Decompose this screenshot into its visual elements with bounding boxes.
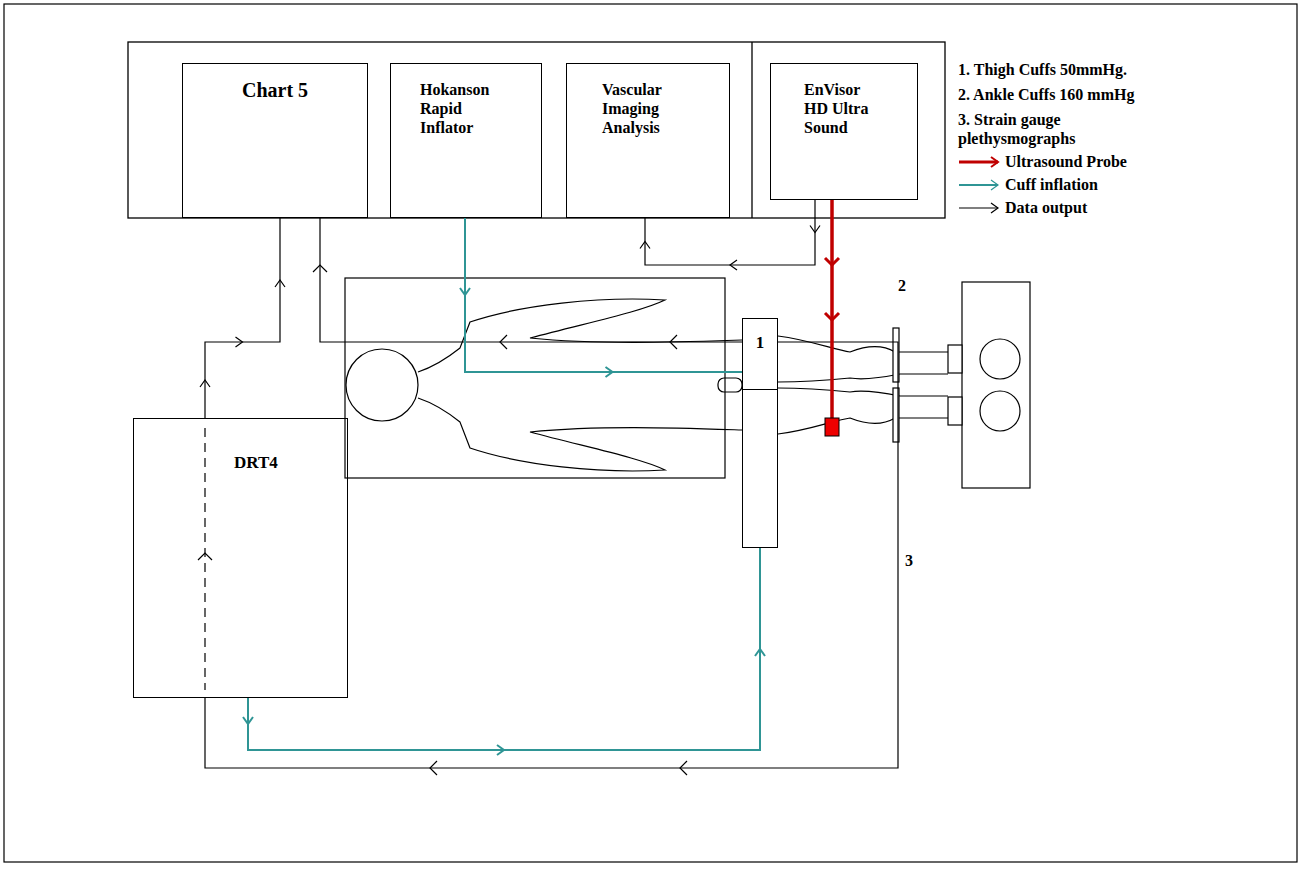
callout-number: 2 <box>898 276 918 295</box>
ultrasound-probe <box>825 313 839 320</box>
connector-line <box>248 548 760 750</box>
patient-figure <box>718 378 742 392</box>
patient-figure <box>346 349 418 421</box>
patient-figure <box>418 299 742 372</box>
data-wire <box>670 335 677 349</box>
equipment-rack <box>751 42 752 218</box>
arrowhead <box>497 745 504 755</box>
connector-line <box>465 218 760 372</box>
ultrasound-probe <box>830 200 834 420</box>
equipment-rack <box>128 42 945 218</box>
arrowhead <box>730 260 737 270</box>
page-frame <box>4 4 1297 862</box>
arrowhead <box>606 367 613 377</box>
arrowhead <box>275 280 285 287</box>
foot-rest <box>962 282 1030 488</box>
legend-sample <box>958 155 1002 169</box>
device-label: DRT4 <box>234 453 278 473</box>
foot-rest <box>948 345 962 373</box>
connector <box>460 218 765 377</box>
arrowhead <box>640 242 650 249</box>
thigh-cuff: 1 <box>742 318 778 548</box>
dashed-signal <box>198 553 212 560</box>
legend-line <box>959 184 998 186</box>
bed <box>345 278 725 478</box>
patient-figure <box>346 299 948 471</box>
data-wire <box>680 761 687 775</box>
foot-rest <box>948 397 962 425</box>
arrowhead <box>460 288 470 295</box>
device-box: EnVisor HD Ultra Sound <box>770 63 918 200</box>
device-box: Chart 5 <box>182 63 368 218</box>
legend-line <box>959 160 998 163</box>
data-wire <box>500 335 507 349</box>
device-label: EnVisor HD Ultra Sound <box>804 80 884 138</box>
legend-row: Ultrasound Probe <box>958 152 1127 171</box>
patient-figure <box>418 398 742 471</box>
legend-text: Ultrasound Probe <box>1005 152 1127 171</box>
legend-line <box>959 207 998 208</box>
arrowhead <box>810 226 820 233</box>
dashed-signal <box>204 428 205 690</box>
callout-number: 3 <box>905 551 925 570</box>
device-label: Vascular Imaging Analysis <box>602 80 694 138</box>
device-box: Vascular Imaging Analysis <box>566 63 730 218</box>
key-note: 3. Strain gauge plethysmographs <box>958 110 1148 148</box>
ultrasound-probe <box>825 418 839 436</box>
patient-figure <box>778 374 948 382</box>
connector <box>200 218 285 418</box>
cuff-divider <box>743 389 777 390</box>
legend-arrowhead <box>991 157 998 167</box>
device-label: 1 <box>756 333 765 353</box>
ultrasound-probe <box>825 200 839 436</box>
data-wire <box>205 218 898 768</box>
legend-row: Data output <box>958 198 1087 217</box>
legend-text: Cuff inflation <box>1005 175 1098 194</box>
patient-figure <box>778 388 948 396</box>
legend-row: Cuff inflation <box>958 175 1098 194</box>
device-label: Chart 5 <box>242 78 308 102</box>
ultrasound-probe <box>825 258 839 265</box>
device-box: Hokanson Rapid Inflator <box>390 63 542 218</box>
key-note: 1. Thigh Cuffs 50mmHg. <box>958 60 1288 79</box>
device-box: DRT4 <box>133 418 348 698</box>
connector-line <box>205 218 280 418</box>
patient-figure <box>778 418 948 434</box>
equipment-rack <box>128 42 945 218</box>
dashed-signal <box>198 428 212 690</box>
data-wire <box>205 218 898 775</box>
legend-sample <box>958 178 1002 192</box>
legend-arrowhead <box>991 203 998 213</box>
arrowhead <box>236 337 243 347</box>
connector <box>243 548 765 755</box>
arrowhead <box>243 717 253 724</box>
arrowhead <box>200 380 210 387</box>
device-label: Hokanson Rapid Inflator <box>420 80 512 138</box>
legend-text: Data output <box>1005 198 1087 217</box>
key-note: 2. Ankle Cuffs 160 mmHg <box>958 85 1288 104</box>
patient-figure <box>778 336 948 352</box>
data-wire <box>313 265 327 272</box>
foot-rest <box>980 391 1020 431</box>
foot-rest <box>980 339 1020 379</box>
arrowhead <box>755 649 765 656</box>
legend-arrowhead <box>991 180 998 190</box>
legend-sample <box>958 201 1002 215</box>
data-wire <box>430 761 437 775</box>
foot-rest <box>948 282 1030 488</box>
